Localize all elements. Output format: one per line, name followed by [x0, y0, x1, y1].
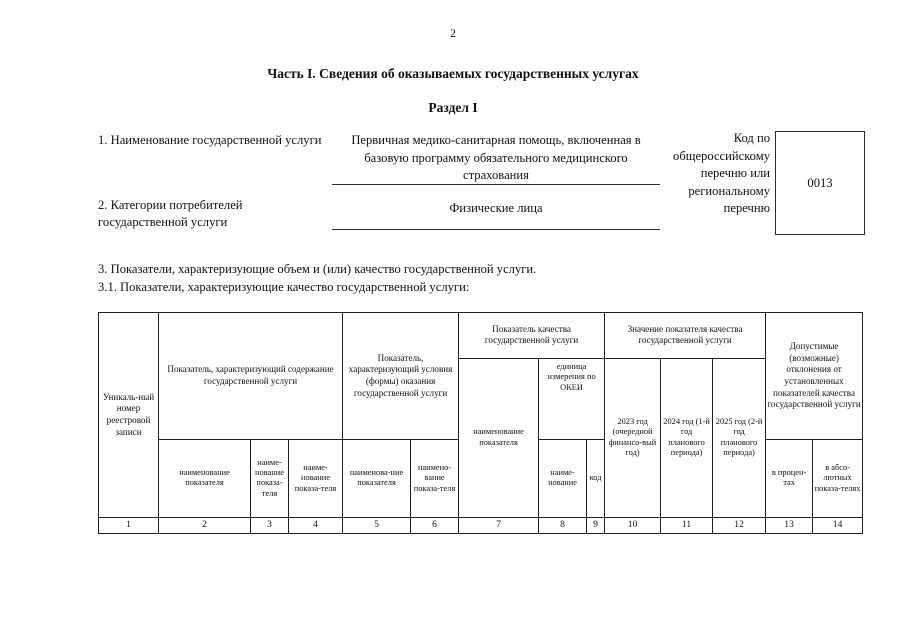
paragraph-3-1: 3.1. Показатели, характеризующие качеств…: [98, 280, 470, 294]
header-unique-number: Уникаль-ный номер реестровой записи: [98, 312, 159, 518]
col-number-8: 8: [538, 517, 588, 534]
table-header-row-units: наименование показателя единица измерени…: [99, 357, 863, 519]
table-header-row-subs: наименование показателя наиме-нование по…: [99, 438, 864, 519]
col-number-5: 5: [342, 517, 412, 534]
section-title: Раздел I: [428, 100, 478, 115]
header-conditions-indicator: Показатель, характеризующий условия (фор…: [342, 312, 460, 440]
header-col-2: наименование показателя: [158, 438, 251, 519]
table-header-row-groups: Уникаль-ный номер реестровой записи Пока…: [98, 312, 864, 518]
col-number-2: 2: [158, 517, 251, 534]
code-value: 0013: [807, 175, 833, 190]
header-col-9: код: [586, 438, 606, 519]
col-number-3: 3: [250, 517, 289, 534]
code-caption: Код по общероссийскому перечню или регио…: [673, 131, 770, 215]
header-col-6: наимено-вание показа-теля: [410, 438, 460, 519]
header-col-7: наименование показателя: [458, 357, 540, 519]
header-quality-value: Значение показателя качества государстве…: [604, 312, 767, 359]
consumers-value: Физические лица: [449, 201, 543, 215]
quality-indicators-table: Уникаль-ный номер реестровой записи Пока…: [98, 312, 864, 534]
service-name-underline: [332, 184, 660, 185]
header-deviations: Допустимые (возможные) отклонения от уст…: [765, 312, 864, 440]
header-unit-group: единица измерения по ОКЕИ: [538, 357, 606, 440]
service-name-label: 1. Наименование государственной услуги: [98, 133, 322, 147]
col-number-6: 6: [410, 517, 460, 534]
service-name-value: Первичная медико-санитарная помощь, вклю…: [351, 133, 641, 182]
paragraph-3: 3. Показатели, характеризующие объем и (…: [98, 262, 537, 276]
col-number-13: 13: [765, 517, 814, 534]
header-col-11: 2024 год (1-й год планового периода): [660, 357, 714, 519]
col-number-7: 7: [458, 517, 540, 534]
header-col-4: наиме-нование показа-теля: [287, 438, 344, 519]
header-quality-indicator: Показатель качества государственной услу…: [458, 312, 606, 359]
document-title: Часть I. Сведения об оказываемых государ…: [267, 66, 639, 81]
table-column-number-row: 1 2 3 4 5 6 7 8 9 10 11 12 13 14: [98, 517, 864, 534]
col-number-1: 1: [98, 517, 159, 534]
header-content-indicator: Показатель, характеризующий содержание г…: [157, 312, 344, 440]
col-number-12: 12: [712, 517, 767, 534]
header-col-3: наиме-нование показа-теля: [250, 438, 289, 519]
col-number-9: 9: [586, 517, 606, 534]
consumers-underline: [332, 229, 660, 230]
page-number: 2: [450, 28, 456, 40]
header-col-5: наименова-ние показателя: [342, 438, 412, 519]
col-number-11: 11: [660, 517, 714, 534]
header-col-8: наиме-нование: [538, 438, 588, 519]
col-number-14: 14: [812, 517, 864, 534]
header-col-10: 2023 год (очередной финансо-вый год): [604, 357, 662, 519]
header-col-14: в абсо-лютных показа-телях: [812, 438, 864, 519]
col-number-4: 4: [287, 517, 344, 534]
code-value-box: 0013: [775, 131, 865, 235]
header-col-12: 2025 год (2-й год планового периода): [712, 357, 767, 519]
consumers-label: 2. Категории потребителей государственно…: [98, 198, 243, 229]
header-col-13: в процен-тах: [765, 438, 814, 519]
col-number-10: 10: [604, 517, 662, 534]
